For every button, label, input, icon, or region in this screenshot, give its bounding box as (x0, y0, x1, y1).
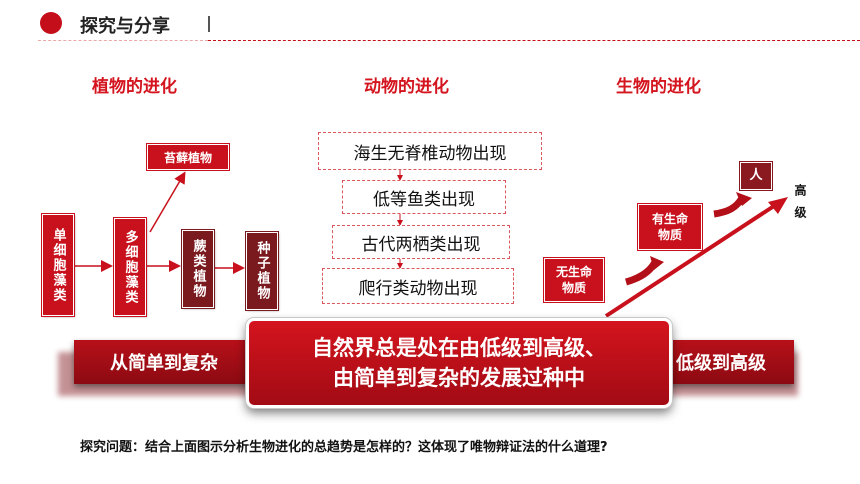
bio-living-matter: 有生命物质 (637, 203, 703, 251)
banner-simple-to-complex: 从简单到复杂 (74, 340, 254, 384)
bio-living-label: 有生命物质 (651, 212, 688, 242)
plant-multi-cell-algae: 多细胞藻类 (113, 217, 147, 317)
animal-evolution-title: 动物的进化 (364, 77, 449, 97)
bio-trend-arrowhead (768, 197, 788, 214)
bio-nonliving-matter: 无生命物质 (543, 257, 605, 303)
header-rule (208, 40, 860, 41)
arrow-multi-to-moss (149, 171, 186, 233)
bio-human: 人 (739, 161, 773, 191)
inquiry-question: 探究问题：结合上面图示分析生物进化的总趋势是怎样的？这体现了唯物辩证法的什么道理… (80, 440, 608, 455)
banner-low-to-high: 低级到高级 (648, 340, 794, 384)
plant-evolution-title: 植物的进化 (92, 77, 177, 97)
plant-moss: 苔藓植物 (146, 143, 230, 171)
conclusion-line-1: 自然界总是处在由低级到高级、 (312, 336, 606, 360)
animal-stage-3: 古代两栖类出现 (332, 225, 510, 259)
curve-arrow-1 (624, 260, 659, 286)
header-dot-icon (40, 12, 62, 34)
conclusion-box: 自然界总是处在由低级到高级、 由简单到复杂的发展过种中 (246, 318, 672, 408)
animal-stage-1: 海生无脊椎动物出现 (318, 132, 542, 170)
plant-seed: 种子植物 (245, 231, 279, 311)
plant-single-cell-algae: 单细胞藻类 (41, 213, 75, 317)
plant-fern: 蕨类植物 (181, 229, 215, 309)
bio-nonliving-label: 无生命物质 (555, 265, 592, 295)
bio-trend-line (604, 204, 776, 318)
header-divider (208, 16, 210, 32)
curve-arrow-2 (713, 196, 746, 218)
animal-stage-4: 爬行类动物出现 (322, 268, 514, 304)
page-title: 探究与分享 (80, 16, 170, 37)
header-rule-left (38, 40, 208, 41)
conclusion-line-2: 由简单到复杂的发展过种中 (333, 366, 585, 390)
bio-evolution-title: 生物的进化 (616, 77, 701, 97)
animal-stage-2: 低等鱼类出现 (342, 180, 506, 214)
bio-level-label: 高级 (793, 184, 807, 228)
